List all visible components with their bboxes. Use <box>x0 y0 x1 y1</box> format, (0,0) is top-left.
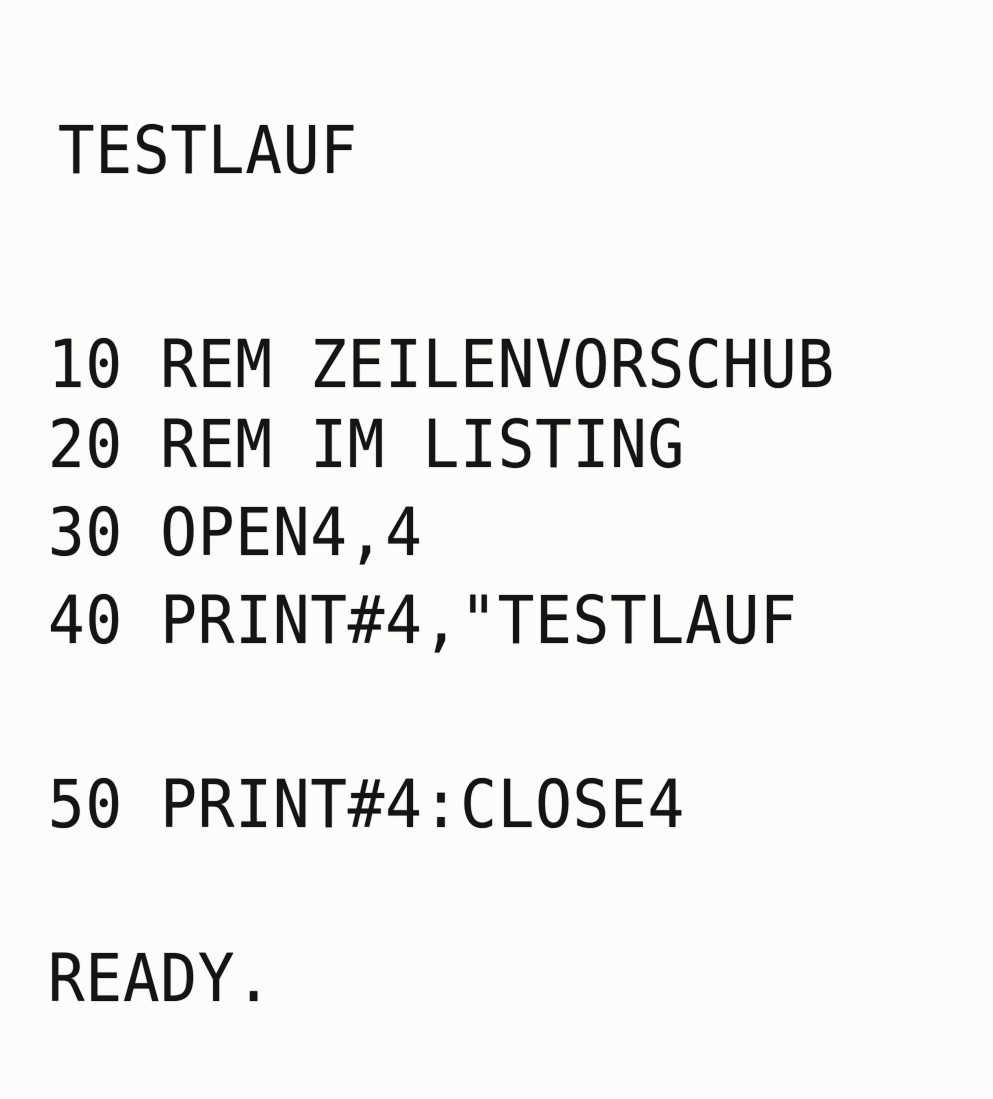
listing-line-10: 10 REM ZEILENVORSCHUB <box>48 326 836 403</box>
listing-line-40: 40 PRINT#4,"TESTLAUF <box>48 582 798 659</box>
listing-line-50: 50 PRINT#4:CLOSE4 <box>48 766 686 843</box>
listing-line-20: 20 REM IM LISTING <box>48 406 686 483</box>
ready-prompt: READY. <box>48 940 273 1017</box>
printed-title: TESTLAUF <box>58 112 358 189</box>
listing-line-30: 30 OPEN4,4 <box>48 494 423 571</box>
